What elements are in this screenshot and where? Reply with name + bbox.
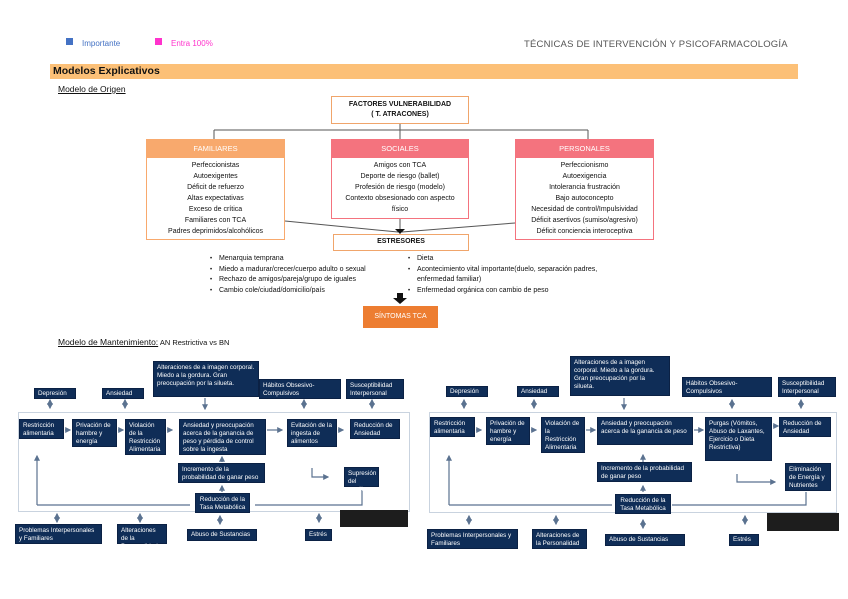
- vulnerability-factors-box: FACTORES VULNERABILIDAD ( T. ATRACONES): [331, 96, 469, 124]
- list-item: Autoexigencia: [562, 173, 607, 180]
- maintenance-model-subtitle: Modelo de Mantenimiento: AN Restrictiva …: [58, 337, 229, 347]
- an-evitacion-box: Evitación de la ingesta de alimentos: [287, 419, 337, 447]
- bn-restriccion-box: Restricción alimentaria: [430, 417, 475, 437]
- category-familiares-header: FAMILIARES: [147, 140, 284, 158]
- vulnerability-subtitle: ( T. ATRACONES): [371, 110, 429, 118]
- list-item-continuation: enfermedad familiar): [417, 276, 482, 283]
- stressors-right-list: Dieta Acontecimiento vital importante(du…: [408, 254, 597, 296]
- an-susceptibilidad-box: Susceptibilidad Interpersonal: [346, 379, 404, 399]
- list-item: Enfermedad orgánica con cambio de peso: [408, 286, 597, 297]
- an-restriccion-box: Restricción alimentaria: [19, 419, 64, 439]
- list-item: Déficit de refuerzo: [187, 184, 244, 191]
- an-ansiedad-box: Ansiedad: [102, 388, 144, 399]
- an-depresion-box: Depresión: [34, 388, 76, 399]
- bn-depresion-box: Depresión: [446, 386, 488, 397]
- bn-violacion-box: Violación de la Restricción Alimentaria: [541, 417, 585, 453]
- category-familiares-items: Perfeccionistas Autoexigentes Déficit de…: [147, 158, 284, 237]
- category-sociales: SOCIALES Amigos con TCA Deporte de riesg…: [331, 139, 469, 219]
- category-sociales-header: SOCIALES: [332, 140, 468, 158]
- maintenance-model-title: Modelo de Mantenimiento:: [58, 337, 159, 347]
- bn-imagen-corporal-box: Alteraciones de a imagen corporal. Miedo…: [570, 356, 670, 396]
- list-item: Cambio cole/ciudad/domicilio/país: [210, 286, 366, 297]
- list-item: Deporte de riesgo (ballet): [360, 173, 440, 180]
- bn-estres-box: Estrés: [729, 534, 759, 546]
- category-personales: PERSONALES Perfeccionismo Autoexigencia …: [515, 139, 654, 240]
- vulnerability-title: FACTORES VULNERABILIDAD: [348, 101, 452, 108]
- legend-swatch-importante: [66, 38, 73, 45]
- bn-susceptibilidad-box: Susceptibilidad Interpersonal: [778, 377, 836, 397]
- an-privacion-box: Privación de hambre y energía: [72, 419, 117, 447]
- list-item: Profesión de riesgo (modelo): [355, 184, 445, 191]
- bn-sustancias-box: Abuso de Sustancias: [605, 534, 685, 546]
- bn-incremento-box: Incremento de la probabilidad de ganar p…: [597, 462, 692, 482]
- bn-reduccion-ansiedad-box: Reducción de Ansiedad: [779, 417, 831, 437]
- an-problemas-box: Problemas Interpersonales y Familiares: [15, 524, 102, 544]
- list-item: Necesidad de control/Impulsividad: [531, 206, 638, 213]
- maintenance-model-comparison: AN Restrictiva vs BN: [158, 338, 230, 347]
- bn-purgas-box: Purgas (Vómitos, Abuso de Laxantes, Ejer…: [705, 417, 772, 461]
- tca-symptoms-box: SÍNTOMAS TCA: [363, 306, 438, 328]
- category-familiares: FAMILIARES Perfeccionistas Autoexigentes…: [146, 139, 285, 240]
- legend-swatch-entra: [155, 38, 162, 45]
- list-item: Intolerancia frustración: [549, 184, 620, 191]
- an-redacted-box: [340, 510, 408, 527]
- an-sustancias-box: Abuso de Sustancias: [187, 529, 257, 541]
- stressors-left-list: Menarquia temprana Miedo a madurar/crece…: [210, 254, 366, 296]
- an-personalidad-box: Alteraciones de la Personalidad: [117, 524, 167, 550]
- list-item: Bajo autoconcepto: [555, 195, 614, 202]
- stressors-title: ESTRESORES: [377, 238, 425, 245]
- list-item: Padres deprimidos/alcohólicos: [168, 228, 263, 235]
- an-violacion-box: Violación de la Restricción Alimentaria: [125, 419, 166, 455]
- list-item: Dieta: [408, 254, 597, 265]
- an-tasa-metabolica-box: Reducción de la Tasa Metabólica: [195, 493, 250, 513]
- list-item: Contexto obsesionado con aspecto: [345, 195, 455, 202]
- an-habitos-box: Hábitos Obsesivo-Compulsivos: [259, 379, 341, 399]
- category-personales-items: Perfeccionismo Autoexigencia Intoleranci…: [516, 158, 653, 237]
- list-item: Déficit asertivos (sumiso/agresivo): [531, 217, 638, 224]
- legend-label-importante: Importante: [82, 39, 121, 48]
- bn-ansiedad-preocupacion-box: Ansiedad y preocupación acerca de la gan…: [597, 417, 693, 445]
- stressors-box: ESTRESORES: [333, 234, 469, 251]
- bn-personalidad-box: Alteraciones de la Personalidad: [532, 529, 587, 549]
- section-header: Modelos Explicativos: [50, 64, 798, 79]
- list-item: Perfeccionistas: [191, 162, 240, 169]
- bn-redacted-box: [767, 513, 839, 531]
- an-incremento-box: Incremento de la probabilidad de ganar p…: [178, 463, 265, 483]
- an-ansiedad-preocupacion-box: Ansiedad y preocupación acerca de la gan…: [179, 419, 266, 455]
- bn-eliminacion-box: Eliminación de Energía y Nutrientes: [785, 463, 831, 491]
- list-item: físico: [391, 206, 409, 213]
- category-personales-header: PERSONALES: [516, 140, 653, 158]
- an-estres-box: Estrés: [305, 529, 332, 541]
- list-item: Rechazo de amigos/pareja/grupo de iguale…: [210, 275, 366, 286]
- list-item: Autoexigentes: [193, 173, 238, 180]
- legend-label-entra: Entra 100%: [171, 39, 213, 48]
- bn-ansiedad-box: Ansiedad: [517, 386, 559, 397]
- an-reduccion-ansiedad-box: Reducción de Ansiedad: [350, 419, 400, 439]
- an-supresion-box: Supresión del apetito: [344, 467, 379, 493]
- section-title: Modelos Explicativos: [53, 65, 160, 77]
- list-item: Altas expectativas: [187, 195, 244, 202]
- list-item: Acontecimiento vital importante(duelo, s…: [408, 265, 597, 276]
- list-item: Familiares con TCA: [184, 217, 247, 224]
- an-imagen-corporal-box: Alteraciones de a imagen corporal. Miedo…: [153, 361, 259, 397]
- list-item: Exceso de crítica: [188, 206, 243, 213]
- list-item: Déficit conciencia interoceptiva: [536, 228, 633, 235]
- list-item: Miedo a madurar/crecer/cuerpo adulto o s…: [210, 265, 366, 276]
- list-item: Amigos con TCA: [373, 162, 427, 169]
- document-title: TÉCNICAS DE INTERVENCIÓN Y PSICOFARMACOL…: [524, 39, 788, 50]
- origin-model-subtitle: Modelo de Origen: [58, 84, 126, 94]
- bn-problemas-box: Problemas Interpersonales y Familiares: [427, 529, 518, 549]
- list-item: Menarquia temprana: [210, 254, 366, 265]
- category-sociales-items: Amigos con TCA Deporte de riesgo (ballet…: [332, 158, 468, 215]
- bn-privacion-box: Privación de hambre y energía: [486, 417, 530, 445]
- bn-habitos-box: Hábitos Obsesivo-Compulsivos: [682, 377, 772, 397]
- bn-tasa-metabolica-box: Reducción de la Tasa Metabólica: [615, 494, 671, 514]
- list-item: Perfeccionismo: [560, 162, 609, 169]
